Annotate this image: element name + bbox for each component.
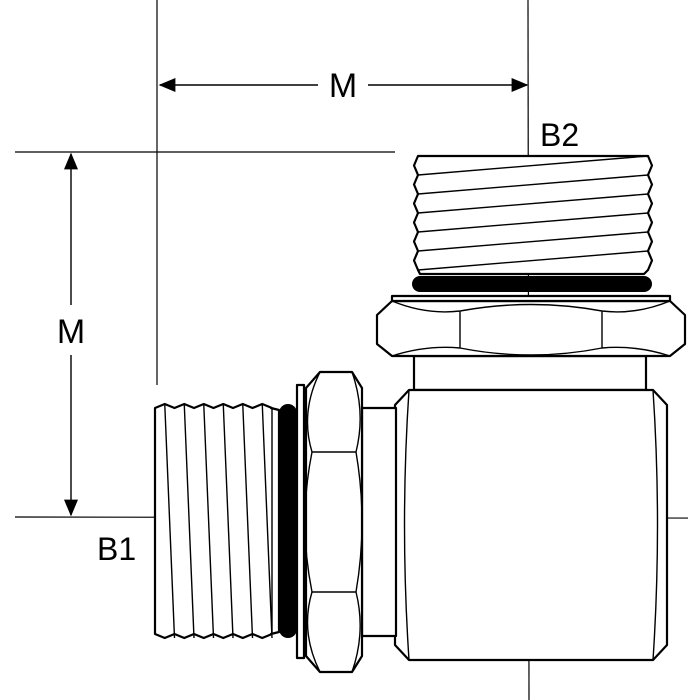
thread-line bbox=[164, 403, 176, 639]
thread-line bbox=[417, 174, 649, 195]
thread-line bbox=[242, 403, 254, 639]
elbow-body bbox=[393, 354, 669, 662]
thread-line bbox=[222, 403, 234, 639]
thread-line bbox=[417, 250, 649, 271]
thread-line bbox=[203, 403, 215, 639]
dim-label-vertical: M bbox=[57, 313, 85, 351]
top-hex-nut bbox=[375, 294, 687, 358]
thread-line bbox=[412, 154, 654, 276]
top-washer bbox=[390, 294, 672, 303]
thread-line bbox=[417, 212, 649, 233]
thread-line bbox=[417, 231, 649, 252]
port-label-b1: B1 bbox=[97, 531, 136, 567]
left-o-ring bbox=[279, 404, 297, 638]
thread-line bbox=[417, 155, 649, 176]
left-thread bbox=[153, 402, 281, 640]
thread-line bbox=[261, 403, 273, 639]
top-o-ring bbox=[412, 276, 652, 292]
thread-line bbox=[417, 193, 649, 214]
dim-label-horizontal: M bbox=[329, 67, 357, 105]
top-thread bbox=[412, 154, 654, 276]
left-washer bbox=[295, 383, 306, 660]
dimension-vertical: M bbox=[57, 152, 85, 517]
left-hex-nut bbox=[295, 370, 398, 674]
port-label-b2: B2 bbox=[540, 117, 579, 153]
thread-line bbox=[183, 403, 195, 639]
dimension-horizontal: M bbox=[158, 67, 529, 105]
